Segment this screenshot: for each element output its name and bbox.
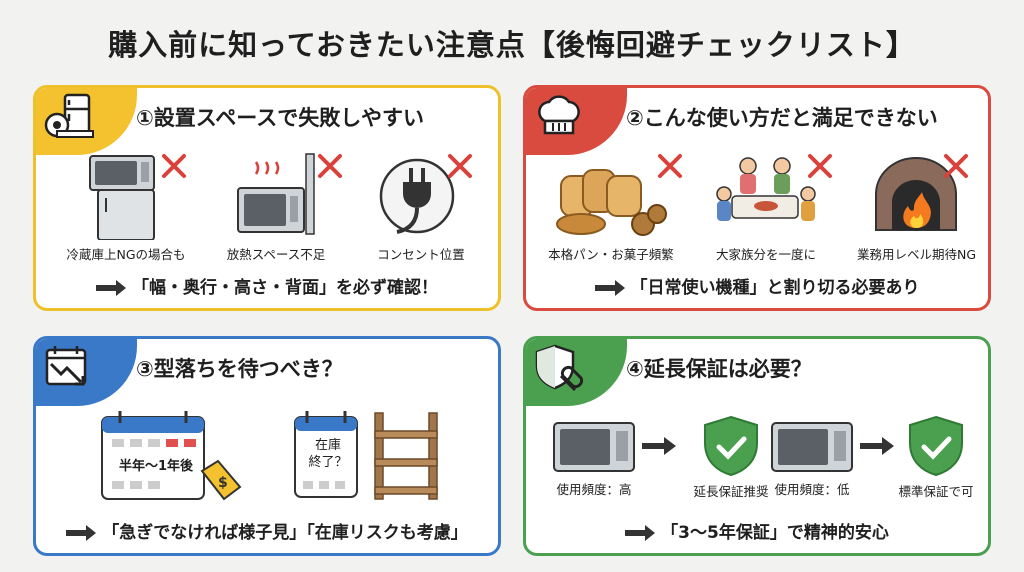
item-label: 延長保証推奨 <box>693 484 769 499</box>
card-corner-badge <box>526 88 627 155</box>
item-label: 使用頻度：低 <box>774 482 850 497</box>
arrow-right-icon <box>860 437 894 455</box>
cross-mark-icon <box>448 154 472 178</box>
item-label: 使用頻度：高 <box>556 482 632 497</box>
svg-text:$: $ <box>218 475 228 491</box>
card-installation-space: ①設置スペースで失敗しやすい 冷蔵庫上NGの場合も 放熱スペース不足 <box>33 85 501 311</box>
card-older-model: ③型落ちを待つべき？ $ 半年〜1年後 <box>33 336 501 556</box>
bread-cookies-icon <box>556 169 667 236</box>
item-high-usage: 使用頻度：高 <box>544 419 644 498</box>
calendar-shelf-icon <box>294 411 438 500</box>
item-big-family: 大家族分を一度に <box>691 150 841 263</box>
microwave-icon <box>553 422 635 472</box>
item-bread-sweets: 本格パン・お菓子頻繁 <box>536 150 686 263</box>
card-heading: ②こんな使い方だと満足できない <box>626 106 938 130</box>
card-usage-limits: ②こんな使い方だと満足できない 本格パン・お菓子頻繁 大家族分を一度に <box>523 85 991 311</box>
card-corner-badge <box>526 339 627 406</box>
item-label: 本格パン・お菓子頻繁 <box>548 247 674 262</box>
family-dinner-icon <box>716 157 816 221</box>
item-label: 業務用レベル期待NG <box>856 247 977 262</box>
stock-label: 在庫 終了？ <box>308 438 348 470</box>
card-footer: 「幅・奥行・高さ・背面」を必ず確認！ <box>36 273 498 298</box>
card-heading: ③型落ちを待つべき？ <box>136 357 343 381</box>
shield-check-icon <box>704 415 758 477</box>
item-wait-calendar: $ 半年〜1年後 <box>98 407 248 507</box>
arrow-right-icon <box>66 525 97 541</box>
card-corner-badge <box>36 339 137 406</box>
item-label: 冷蔵庫上NGの場合も <box>66 247 186 262</box>
item-heat-space: 放熱スペース不足 <box>206 150 346 263</box>
item-label: コンセント位置 <box>377 247 465 262</box>
item-label: 大家族分を一度に <box>715 247 816 262</box>
page-title: 購入前に知っておきたい注意点【後悔回避チェックリスト】 <box>108 28 916 62</box>
cross-mark-icon <box>658 154 682 178</box>
microwave-on-fridge-icon <box>89 155 155 240</box>
card-heading: ①設置スペースで失敗しやすい <box>136 106 425 130</box>
item-low-usage: 使用頻度：低 <box>762 419 862 498</box>
arrow-right-icon <box>642 437 676 455</box>
cross-mark-icon <box>808 154 832 178</box>
brick-oven-icon <box>874 157 957 231</box>
item-label: 放熱スペース不足 <box>226 247 326 262</box>
cross-mark-icon <box>162 154 186 178</box>
card-footer: 「急ぎでなければ様子見」「在庫リスクも考慮」 <box>36 518 498 543</box>
cross-mark-icon <box>944 154 968 178</box>
chef-hat-icon <box>538 95 580 135</box>
item-warranty-recommended: 延長保証推奨 <box>676 415 786 500</box>
item-stock-end: 在庫 終了？ <box>291 407 451 507</box>
shield-wrench-icon <box>535 344 584 392</box>
card-extended-warranty: ④延長保証は必要？ 使用頻度：高 延長保証推奨 使用頻度：低 標準保証で可 <box>523 336 991 556</box>
microwave-icon <box>771 422 853 472</box>
calendar-label: 半年〜1年後 <box>118 459 194 474</box>
item-commercial: 業務用レベル期待NG <box>844 150 988 263</box>
arrow-right-icon <box>594 280 625 296</box>
card-heading: ④延長保証は必要？ <box>626 357 812 381</box>
calendar-icon: $ <box>101 411 242 501</box>
plug-icon <box>379 158 455 234</box>
shield-check-icon <box>909 415 963 477</box>
arrow-right-icon <box>96 280 126 296</box>
card-corner-badge <box>36 88 137 155</box>
card-footer: 「日常使い機種」と割り切る必要あり <box>526 273 988 298</box>
arrow-right-icon <box>625 525 656 541</box>
item-label: 標準保証で可 <box>898 484 974 499</box>
fridge-tape-measure-icon <box>44 93 94 138</box>
card-footer: 「3〜5年保証」で精神的安心 <box>526 518 988 543</box>
cross-mark-icon <box>318 154 342 178</box>
item-standard-warranty: 標準保証で可 <box>886 415 986 500</box>
microwave-heat-icon <box>237 153 315 235</box>
item-fridge-top: 冷蔵庫上NGの場合も <box>56 150 196 263</box>
item-outlet: コンセント位置 <box>351 150 491 263</box>
calendar-down-trend-icon <box>45 346 87 386</box>
